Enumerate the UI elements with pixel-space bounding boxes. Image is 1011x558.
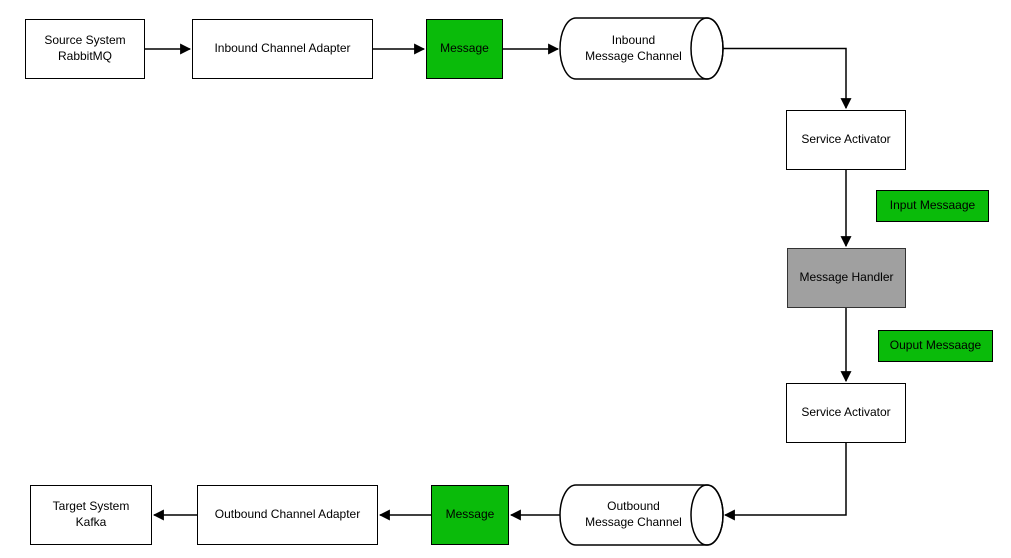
node-message-handler: Message Handler (787, 248, 906, 308)
arrow-inbound-channel-to-service-activator (723, 47, 852, 110)
node-outbound-channel-adapter: Outbound Channel Adapter (197, 485, 378, 545)
node-inbound-message-channel-label: Inbound Message Channel (585, 33, 682, 63)
node-target-system: Target System Kafka (30, 485, 152, 545)
node-message-outbound: Message (431, 485, 509, 545)
node-source-system: Source System RabbitMQ (25, 19, 145, 79)
arrow-service-activator-to-outbound-channel (723, 443, 847, 521)
node-message-inbound: Message (426, 19, 503, 79)
node-inbound-channel-adapter: Inbound Channel Adapter (192, 19, 373, 79)
node-service-activator-outbound: Service Activator (786, 383, 906, 443)
node-service-activator-inbound: Service Activator (786, 110, 906, 170)
node-input-message: Input Messaage (876, 190, 989, 222)
outbound-channel-cylinder (559, 484, 724, 546)
node-outbound-message-channel-label: Outbound Message Channel (585, 499, 682, 529)
node-output-message: Ouput Messaage (878, 330, 993, 362)
